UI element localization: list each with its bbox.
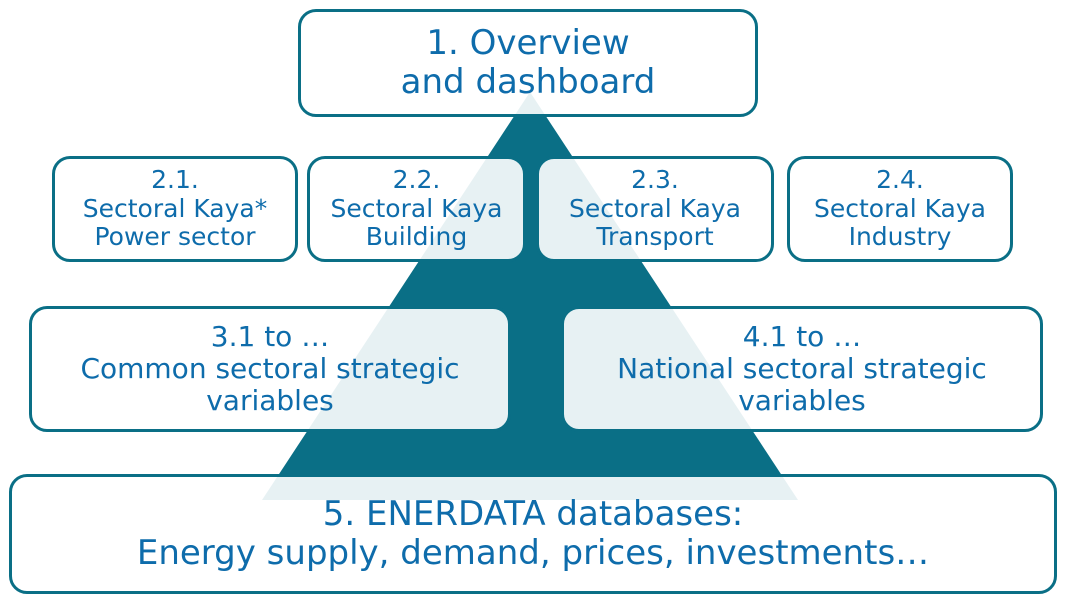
kaya-building-box[interactable]: 2.2. Sectoral Kaya Building <box>307 156 526 262</box>
kaya-transport-line3: Transport <box>596 222 714 252</box>
national-variables-line3: variables <box>738 384 866 418</box>
kaya-power-line2: Sectoral Kaya* <box>82 193 268 223</box>
common-variables-box[interactable]: 3.1 to … Common sectoral strategic varia… <box>29 306 511 432</box>
kaya-power-line1: 2.1. <box>151 164 199 194</box>
kaya-transport-box[interactable]: 2.3. Sectoral Kaya Transport <box>536 156 774 262</box>
kaya-transport-line2: Sectoral Kaya <box>569 193 741 223</box>
kaya-building-line1: 2.2. <box>392 164 441 194</box>
kaya-industry-box[interactable]: 2.4. Sectoral Kaya Industry <box>787 156 1013 262</box>
common-variables-line2: Common sectoral strategic <box>80 351 460 385</box>
kaya-building-line2: Sectoral Kaya <box>330 193 503 223</box>
databases-line1: 5. ENERDATA databases: <box>322 493 744 534</box>
overview-line1: 1. Overview <box>426 22 630 63</box>
overview-line2: and dashboard <box>400 62 656 102</box>
kaya-industry-line2: Sectoral Kaya <box>814 193 986 223</box>
databases-line2: Energy supply, demand, prices, investmen… <box>136 533 930 573</box>
databases-box[interactable]: 5. ENERDATA databases: Energy supply, de… <box>9 474 1057 594</box>
kaya-industry-line1: 2.4. <box>876 164 924 194</box>
overview-box[interactable]: 1. Overview and dashboard <box>298 9 758 117</box>
kaya-transport-line1: 2.3. <box>631 164 679 194</box>
national-variables-line1: 4.1 to … <box>742 319 862 353</box>
common-variables-line1: 3.1 to … <box>210 319 330 353</box>
kaya-industry-line3: Industry <box>848 222 952 252</box>
common-variables-line3: variables <box>206 384 334 418</box>
national-variables-box[interactable]: 4.1 to … National sectoral strategic var… <box>561 306 1043 432</box>
kaya-building-line3: Building <box>365 222 468 252</box>
kaya-power-line3: Power sector <box>94 222 256 252</box>
kaya-power-box[interactable]: 2.1. Sectoral Kaya* Power sector <box>52 156 298 262</box>
national-variables-line2: National sectoral strategic <box>617 351 987 385</box>
